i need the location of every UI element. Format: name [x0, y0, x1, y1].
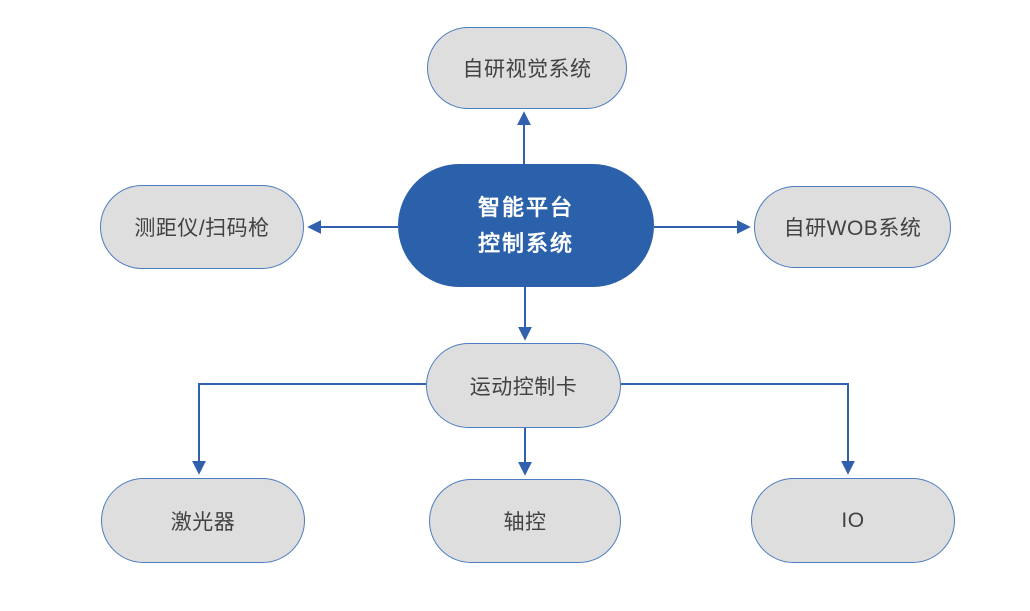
node-motion-control-card: 运动控制卡	[426, 343, 621, 428]
connector-motion-card-to-laser	[192, 383, 426, 475]
node-vision-system: 自研视觉系统	[427, 27, 627, 109]
node-io: IO	[751, 478, 955, 563]
node-control-system-label-line1: 智能平台	[477, 194, 574, 220]
node-vision-system-label: 自研视觉系统	[462, 58, 592, 81]
node-io-label: IO	[841, 508, 865, 532]
node-control-system: 智能平台 控制系统	[398, 164, 654, 287]
node-wob-system-label: 自研WOB系统	[783, 217, 922, 240]
node-axis-control: 轴控	[429, 479, 621, 563]
node-laser-label: 激光器	[170, 510, 236, 534]
node-rangefinder-scanner: 测距仪/扫码枪	[100, 185, 304, 269]
node-rangefinder-scanner-label: 测距仪/扫码枪	[134, 217, 270, 240]
node-motion-control-card-label: 运动控制卡	[469, 375, 578, 399]
node-wob-system: 自研WOB系统	[754, 186, 951, 268]
node-axis-control-label: 轴控	[503, 511, 547, 534]
connector-motion-card-to-io	[621, 383, 855, 475]
node-control-system-label-line2: 控制系统	[477, 230, 574, 256]
node-laser: 激光器	[101, 478, 305, 563]
